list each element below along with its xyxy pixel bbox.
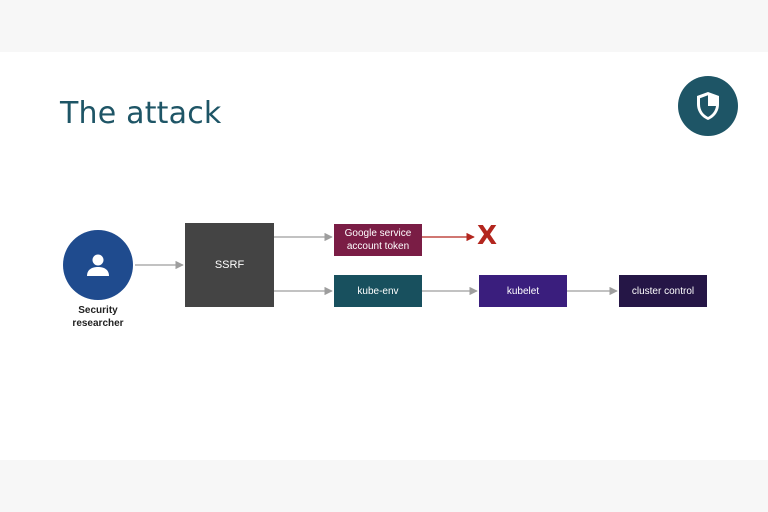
node-kube-env: kube-env <box>334 275 422 307</box>
node-ssrf: SSRF <box>185 223 274 307</box>
node-google-service-account-token: Google service account token <box>334 224 422 256</box>
shield-icon <box>697 92 719 120</box>
blocked-x-mark: X <box>477 221 498 251</box>
actor-label-line2: researcher <box>72 318 124 329</box>
node-kubelet: kubelet <box>479 275 567 307</box>
actor-label: Security researcher <box>48 304 148 330</box>
person-icon <box>87 254 109 276</box>
slide: The attack Security researc <box>0 52 768 460</box>
shield-badge <box>678 76 738 136</box>
diagram-connectors <box>135 232 618 296</box>
node-cluster-control: cluster control <box>619 275 707 307</box>
avatar <box>63 230 133 300</box>
page-title: The attack <box>60 96 222 131</box>
actor-label-line1: Security <box>78 305 118 316</box>
